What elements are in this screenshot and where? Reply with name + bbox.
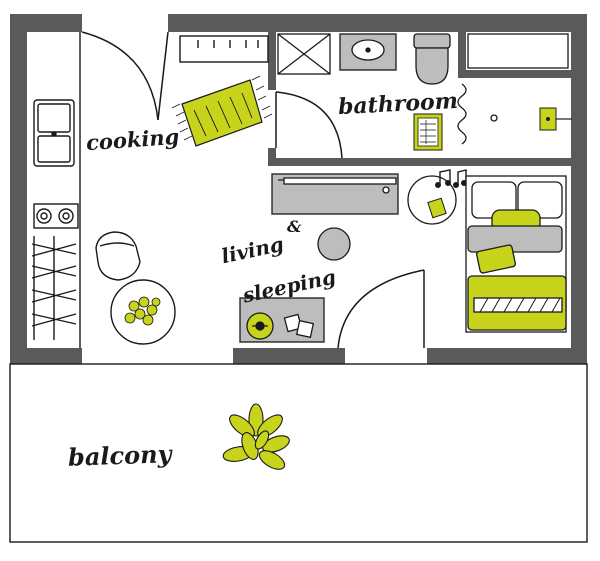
wall-top-left (10, 14, 82, 32)
entrance-door (81, 31, 169, 121)
label-ampersand: & (287, 217, 302, 236)
wall-bath-bottom (268, 158, 571, 166)
shower (277, 33, 331, 75)
coat-rack (179, 35, 269, 63)
label-bathroom: bathroom (337, 87, 459, 121)
side-table (407, 169, 468, 225)
wall-bottom-left (10, 348, 82, 364)
sink-icon-bath (339, 33, 397, 71)
sideboard (271, 173, 399, 215)
stove-icon (33, 203, 79, 229)
chair-icon (95, 231, 141, 281)
wall-bottom-mid (233, 348, 345, 364)
plant-icon (222, 403, 290, 470)
wall-closet-left (458, 32, 466, 78)
closet (457, 33, 572, 145)
wall-bottom-right (427, 348, 587, 364)
wall-top-right (168, 14, 587, 32)
kitchen-counter (31, 32, 81, 348)
rug-icon (171, 75, 273, 147)
bed-icon (465, 175, 567, 333)
wall-closet-bottom (458, 70, 571, 78)
bath-mat (413, 113, 443, 151)
stool (317, 227, 351, 261)
coffee-table (239, 297, 325, 343)
label-balcony: balcony (67, 439, 172, 472)
walls (10, 14, 587, 364)
round-table-icon (110, 279, 176, 345)
wall-right (571, 14, 587, 364)
dish-rack (31, 236, 77, 340)
wall-left (10, 14, 27, 364)
wall-bath-left-lower (268, 148, 276, 164)
room-door (337, 269, 425, 349)
toilet-icon (413, 33, 451, 85)
label-cooking: cooking (85, 123, 181, 156)
bathroom-door (275, 91, 343, 159)
balcony-outline (9, 363, 588, 543)
wall-bath-left-upper (268, 32, 276, 90)
